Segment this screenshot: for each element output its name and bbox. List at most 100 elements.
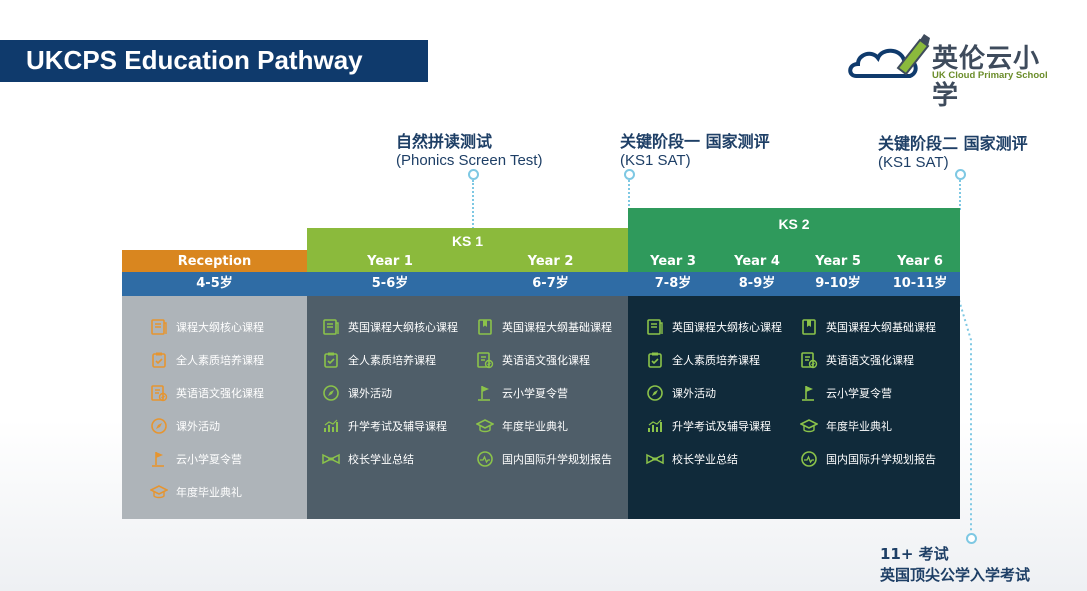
milestone-phonics: 自然拼读测试 (Phonics Screen Test) — [396, 128, 542, 169]
year-cell-year2: Year 2 — [473, 250, 628, 272]
list-item: 英国课程大纲核心课程 — [322, 318, 458, 336]
logo-text-cn: 英伦云小学 — [932, 44, 1041, 111]
list-item: 英国课程大纲基础课程 — [476, 318, 612, 336]
list-item-label: 校长学业总结 — [348, 453, 414, 466]
bookmark-icon — [800, 318, 818, 336]
age-cell-year4: 8-9岁 — [738, 276, 776, 291]
ks2-sat-connector-line — [959, 180, 961, 210]
flag-icon — [476, 384, 494, 402]
eleven-plus-connector-line — [958, 299, 972, 532]
eleven-plus-marker-dot — [966, 533, 977, 544]
graduation-cap-icon — [150, 483, 168, 501]
list-item: 国内国际升学规划报告 — [800, 450, 936, 468]
logo: 英伦云小学 UK Cloud Primary School — [846, 32, 1048, 111]
bookmark-icon — [476, 318, 494, 336]
panel-ks1 — [307, 296, 628, 519]
bowtie-icon — [646, 450, 664, 468]
list-item-label: 国内国际升学规划报告 — [826, 453, 936, 466]
eleven-plus-subtitle: 英国顶尖公学入学考试 — [880, 566, 1031, 584]
milestone-phonics-zh: 自然拼读测试 — [396, 132, 493, 151]
page-title: UKCPS Education Pathway — [0, 40, 428, 82]
book-icon — [322, 318, 340, 336]
list-item-label: 云小学夏令营 — [502, 387, 568, 400]
list-item-label: 英语语文强化课程 — [176, 387, 264, 400]
list-item-label: 课外活动 — [672, 387, 716, 400]
document-check-icon — [800, 351, 818, 369]
age-cell-year5: 9-10岁 — [815, 276, 861, 291]
list-item: 云小学夏令营 — [476, 384, 568, 402]
list-item: 云小学夏令营 — [150, 450, 242, 468]
milestone-ks2-sat-en: (KS1 SAT) — [878, 154, 949, 171]
list-item-label: 英语语文强化课程 — [826, 354, 914, 367]
list-item: 国内国际升学规划报告 — [476, 450, 612, 468]
list-item-label: 国内国际升学规划报告 — [502, 453, 612, 466]
list-item-label: 全人素质培养课程 — [672, 354, 760, 367]
age-cell-year6: 10-11岁 — [892, 276, 948, 291]
list-item-label: 全人素质培养课程 — [348, 354, 436, 367]
flag-icon — [800, 384, 818, 402]
list-item-label: 英国课程大纲基础课程 — [826, 321, 936, 334]
list-item-label: 英语语文强化课程 — [502, 354, 590, 367]
compass-icon — [322, 384, 340, 402]
compass-icon — [646, 384, 664, 402]
list-item: 年度毕业典礼 — [476, 417, 568, 435]
age-cell-year3: 7-8岁 — [654, 276, 692, 291]
list-item: 校长学业总结 — [322, 450, 414, 468]
bar-chart-icon — [646, 417, 664, 435]
list-item: 英语语文强化课程 — [476, 351, 590, 369]
list-item: 课程大纲核心课程 — [150, 318, 264, 336]
ks1-sat-marker-dot — [624, 169, 635, 180]
clipboard-check-icon — [646, 351, 664, 369]
milestone-ks1-sat-en: (KS1 SAT) — [620, 152, 691, 169]
list-item: 全人素质培养课程 — [322, 351, 436, 369]
list-item: 全人素质培养课程 — [646, 351, 760, 369]
list-item-label: 课外活动 — [348, 387, 392, 400]
panel-ks2 — [628, 296, 960, 519]
list-item-label: 年度毕业典礼 — [502, 420, 568, 433]
list-item-label: 课外活动 — [176, 420, 220, 433]
list-item: 升学考试及辅导课程 — [322, 417, 447, 435]
year-cell-year3: Year 3 — [628, 250, 718, 272]
age-cell-year1: 5-6岁 — [371, 276, 409, 291]
book-icon — [150, 318, 168, 336]
flag-icon — [150, 450, 168, 468]
list-item-label: 课程大纲核心课程 — [176, 321, 264, 334]
list-item: 课外活动 — [150, 417, 220, 435]
list-item-label: 英国课程大纲核心课程 — [672, 321, 782, 334]
compass-icon — [150, 417, 168, 435]
list-item-label: 全人素质培养课程 — [176, 354, 264, 367]
ks1-sat-connector-line — [628, 180, 630, 210]
list-item: 英语语文强化课程 — [800, 351, 914, 369]
year-cell-year1: Year 1 — [307, 250, 473, 272]
document-check-icon — [476, 351, 494, 369]
list-item: 校长学业总结 — [646, 450, 738, 468]
bar-chart-icon — [322, 417, 340, 435]
list-item: 课外活动 — [322, 384, 392, 402]
milestone-phonics-en: (Phonics Screen Test) — [396, 152, 543, 169]
list-item-label: 云小学夏令营 — [176, 453, 242, 466]
ks2-sat-marker-dot — [955, 169, 966, 180]
list-item: 年度毕业典礼 — [800, 417, 892, 435]
list-item-label: 年度毕业典礼 — [176, 486, 242, 499]
age-cell-year2: 6-7岁 — [532, 276, 569, 291]
year-cell-reception: Reception — [122, 250, 307, 272]
list-item-label: 英国课程大纲核心课程 — [348, 321, 458, 334]
age-cell-reception: 4-5岁 — [196, 276, 233, 291]
milestone-ks1-sat-zh: 关键阶段一 国家测评 — [620, 132, 770, 151]
eleven-plus-title: 11+ 考试 — [880, 545, 949, 563]
list-item: 云小学夏令营 — [800, 384, 892, 402]
year-cell-year4: Year 4 — [718, 250, 796, 272]
list-item-label: 年度毕业典礼 — [826, 420, 892, 433]
eleven-plus-note: 11+ 考试 英国顶尖公学入学考试 — [880, 544, 1030, 586]
list-item: 全人素质培养课程 — [150, 351, 264, 369]
list-item-label: 校长学业总结 — [672, 453, 738, 466]
list-item: 课外活动 — [646, 384, 716, 402]
list-item: 英语语文强化课程 — [150, 384, 264, 402]
graduation-cap-icon — [476, 417, 494, 435]
clipboard-check-icon — [322, 351, 340, 369]
milestone-ks2-sat: 关键阶段二 国家测评 (KS1 SAT) — [878, 130, 1028, 171]
list-item-label: 升学考试及辅导课程 — [672, 420, 771, 433]
list-item-label: 云小学夏令营 — [826, 387, 892, 400]
age-row — [122, 272, 960, 296]
milestone-ks1-sat: 关键阶段一 国家测评 (KS1 SAT) — [620, 128, 770, 169]
